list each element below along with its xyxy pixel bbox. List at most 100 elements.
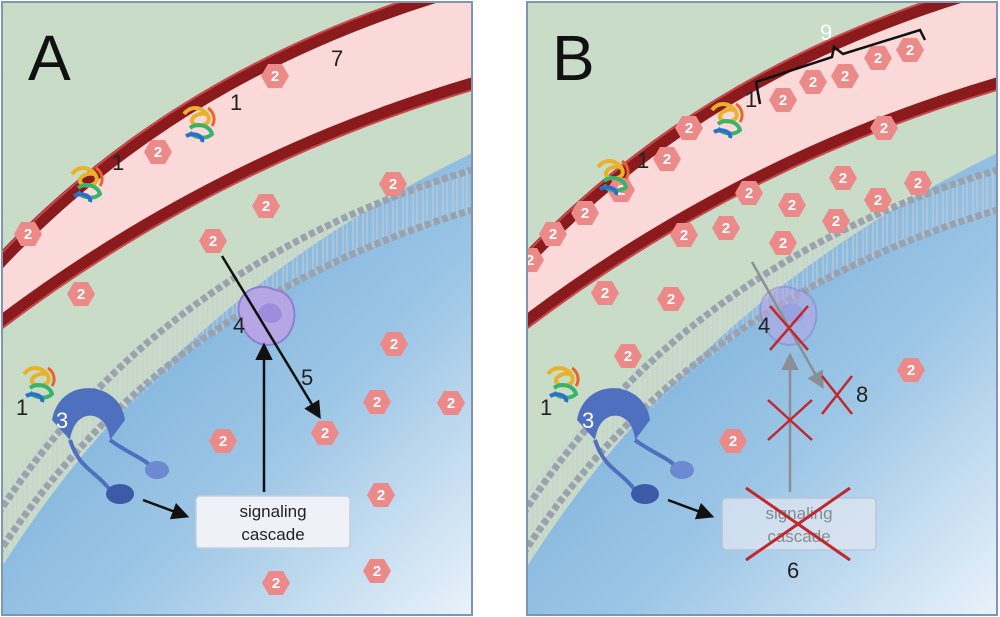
label-blocked-cascade: 6 [787,558,799,583]
molecule-hexagon: 2 [209,429,237,453]
molecule-hexagon: 2 [712,216,740,240]
svg-text:2: 2 [832,213,840,230]
molecule-hexagon: 2 [904,171,932,195]
panel-b: 2 2 2 2 2 2 2 2 2 2 2 2 2 2 2 2 2 2 2 2 [526,1,998,616]
label-vessel: 7 [331,46,343,71]
molecule-hexagon: 2 [262,571,290,595]
membrane-inner-heads [2,206,472,555]
channel-icon [237,285,296,346]
panel-letter-b: B [552,22,595,94]
molecule-hexagon: 2 [822,209,850,233]
protein-icon [546,366,580,403]
svg-text:2: 2 [262,198,270,215]
molecule-hexagon: 2 [367,483,395,507]
molecule-hexagon: 2 [896,38,924,62]
molecule-hexagon: 2 [614,344,642,368]
molecule-hexagon: 2 [657,287,685,311]
molecule-hexagon: 2 [379,172,407,196]
svg-text:2: 2 [549,226,557,243]
molecule-hexagon: 2 [864,188,892,212]
svg-text:2: 2 [219,433,227,450]
protein-icon [22,366,56,403]
label-protein: 1 [230,90,242,115]
molecule-hexagon: 2 [769,88,797,112]
svg-text:2: 2 [271,68,279,85]
molecule-hexagon: 2 [252,194,280,218]
svg-text:2: 2 [581,205,589,222]
label-protein: 1 [540,395,552,420]
molecule-hexagon: 2 [144,140,172,164]
panel-a-border [1,1,473,616]
molecule-hexagon: 2 [653,147,681,171]
molecule-hexagon: 2 [831,64,859,88]
molecule-hexagon: 2 [769,231,797,255]
svg-text:2: 2 [685,120,693,137]
molecule-hexagon: 2 [199,229,227,253]
arrow-molecule-flow [220,255,321,419]
panel-b-border [526,1,998,616]
svg-text:2: 2 [377,487,385,504]
molecule-hexagon: 2 [261,64,289,88]
molecule-hexagon: 2 [670,223,698,247]
molecule-hexagon: 2 [526,248,544,272]
svg-text:2: 2 [663,151,671,168]
svg-text:2: 2 [907,362,915,379]
accumulation-bracket [754,28,927,105]
svg-text:2: 2 [906,42,914,59]
molecule-hexagon: 2 [571,201,599,225]
protein-icon [596,159,630,196]
svg-text:2: 2 [624,348,632,365]
molecule-hexagon: 2 [675,116,703,140]
svg-text:2: 2 [788,197,796,214]
svg-text:2: 2 [779,92,787,109]
label-blocked-flow: 8 [856,382,868,407]
arrow-receptor-to-cascade [142,498,190,520]
svg-text:2: 2 [24,226,32,243]
molecule-hexagon: 2 [363,559,391,583]
cross-icon [769,305,809,351]
protein-icon [710,102,744,139]
molecule-hexagon: 2 [735,181,763,205]
label-channel: 4 [758,313,770,338]
svg-text:2: 2 [841,68,849,85]
protein-icon [70,166,104,203]
svg-text:2: 2 [154,144,162,161]
label-accumulation: 9 [820,20,832,45]
membrane-outer-heads [2,166,472,515]
label-protein: 1 [637,148,649,173]
svg-text:2: 2 [729,433,737,450]
receptor-icon [577,388,694,504]
svg-text:2: 2 [914,175,922,192]
molecule-hexagon: 2 [864,46,892,70]
panel-a: 2 2 2 2 2 2 2 2 2 2 2 2 2 2 2 [1,1,473,616]
membrane-lipids [527,169,997,566]
molecule-hexagon: 2 [870,116,898,140]
svg-text:2: 2 [745,185,753,202]
molecule-hexagon: 2 [311,421,339,445]
molecules-b: 2 2 2 2 2 2 2 2 2 2 2 2 2 2 2 2 2 2 2 2 [526,38,932,453]
svg-text:2: 2 [389,176,397,193]
svg-text:2: 2 [526,252,534,269]
cross-icon [745,486,851,562]
svg-text:2: 2 [209,233,217,250]
box-line-2: cascade [767,527,830,546]
molecule-hexagon: 2 [437,391,465,415]
membrane-outer-heads [527,166,997,515]
svg-text:2: 2 [722,220,730,237]
svg-text:2: 2 [77,286,85,303]
protein-icon [182,106,216,143]
svg-text:2: 2 [680,227,688,244]
panel-letter-a: A [28,22,71,94]
molecule-hexagon: 2 [778,193,806,217]
signaling-cascade-box: signaling cascade [195,495,351,549]
molecules-a: 2 2 2 2 2 2 2 2 2 2 2 2 2 2 2 [14,64,465,595]
molecule-hexagon: 2 [799,70,827,94]
svg-text:2: 2 [321,425,329,442]
svg-text:2: 2 [390,336,398,353]
molecule-hexagon: 2 [829,166,857,190]
molecule-hexagon: 2 [591,281,619,305]
svg-text:2: 2 [447,395,455,412]
molecule-hexagon: 2 [897,358,925,382]
molecule-hexagon: 2 [363,390,391,414]
